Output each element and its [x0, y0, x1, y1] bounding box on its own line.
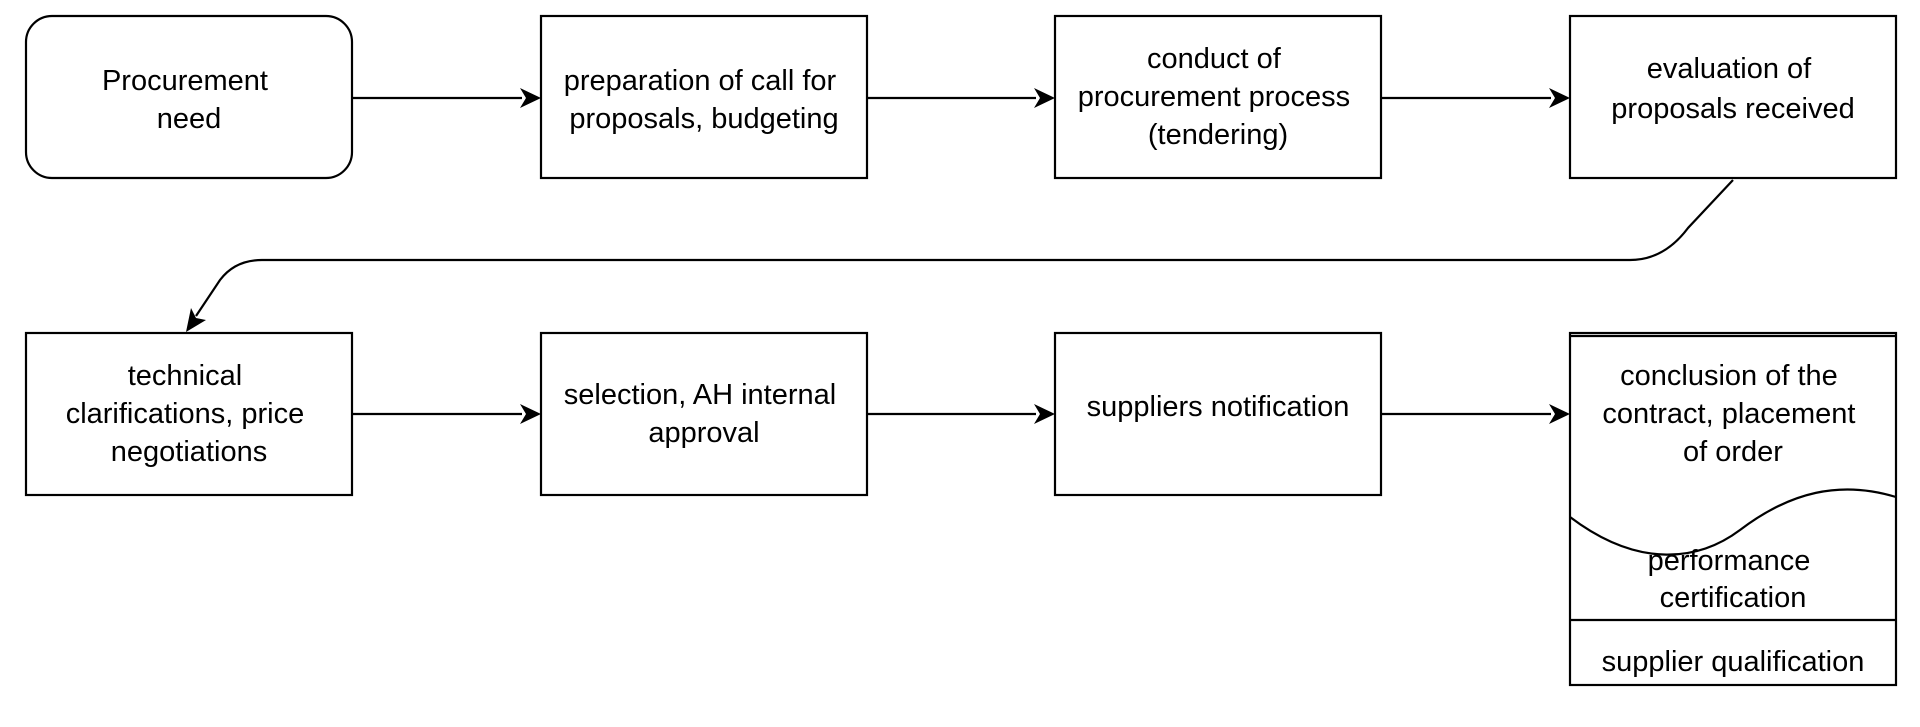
node-performance-line-1: performance — [1648, 545, 1811, 577]
node-notification-label: suppliers notification — [1087, 391, 1350, 423]
node-technical-line-2: clarifications, price — [66, 398, 305, 430]
node-technical-shape — [24, 331, 354, 497]
node-performance-label: performance certification — [1648, 545, 1819, 614]
arrowhead-evaluation-to-technical — [186, 308, 206, 332]
node-evaluation: evaluation of proposals received — [1568, 14, 1898, 180]
arrowhead-preparation-to-conduct — [1034, 88, 1055, 108]
node-notification-shape — [1053, 331, 1383, 497]
node-preparation-line-1: preparation of call for — [564, 65, 837, 97]
node-procurement-need-label: Procurement need — [102, 65, 276, 135]
node-contract-stack-wave-divider — [1569, 488, 1897, 556]
node-evaluation-label: evaluation of proposals received — [1611, 53, 1854, 125]
node-technical: technical clarifications, price negotiat… — [24, 331, 354, 497]
node-contract-stack: conclusion of the contract, placement of… — [1568, 331, 1898, 687]
node-procurement-need: Procurement need — [24, 14, 354, 180]
node-supplier-qualification-label: supplier qualification — [1602, 646, 1865, 678]
arrowhead-conduct-to-evaluation — [1549, 88, 1570, 108]
node-conduct-line-3: (tendering) — [1148, 119, 1288, 151]
node-conclusion-label: conclusion of the contract, placement of… — [1602, 360, 1863, 468]
node-notification-line-1: suppliers notification — [1087, 391, 1350, 423]
node-conduct-shape — [1053, 14, 1383, 180]
node-preparation-shape — [539, 14, 869, 180]
node-preparation: preparation of call for proposals, budge… — [539, 14, 869, 180]
arrowhead-technical-to-selection — [520, 404, 541, 424]
node-procurement-need-line-2: need — [157, 103, 222, 135]
node-contract-stack-outline — [1568, 331, 1898, 687]
node-selection: selection, AH internal approval — [539, 331, 869, 497]
node-evaluation-shape — [1568, 14, 1898, 180]
edge-evaluation-to-technical — [195, 179, 1734, 317]
arrowhead-need-to-preparation — [520, 88, 541, 108]
arrowhead-selection-to-notification — [1034, 404, 1055, 424]
node-procurement-need-line-1: Procurement — [102, 65, 268, 97]
arrowhead-notification-to-conclusion — [1549, 404, 1570, 424]
node-conclusion-line-2: contract, placement — [1602, 398, 1855, 430]
node-notification: suppliers notification — [1053, 331, 1383, 497]
node-selection-label: selection, AH internal approval — [564, 379, 845, 449]
node-conduct-line-2: procurement process — [1078, 81, 1350, 113]
node-supplier-qualification-line-1: supplier qualification — [1602, 646, 1865, 678]
node-technical-line-3: negotiations — [111, 436, 267, 468]
node-conclusion-line-3: of order — [1683, 436, 1783, 468]
node-procurement-need-shape — [24, 14, 354, 180]
node-evaluation-line-2: proposals received — [1611, 93, 1854, 125]
node-preparation-line-2: proposals, budgeting — [569, 103, 838, 135]
node-selection-shape — [539, 331, 869, 497]
node-conclusion-line-1: conclusion of the — [1620, 360, 1838, 392]
node-conduct-label: conduct of procurement process (tenderin… — [1078, 43, 1358, 151]
node-selection-line-1: selection, AH internal — [564, 379, 836, 411]
node-selection-line-2: approval — [648, 417, 759, 449]
node-conduct-line-1: conduct of — [1147, 43, 1282, 75]
node-technical-label: technical clarifications, price negotiat… — [66, 360, 313, 468]
node-conduct: conduct of procurement process (tenderin… — [1053, 14, 1383, 180]
node-technical-line-1: technical — [128, 360, 242, 392]
edges — [186, 88, 1734, 424]
node-performance-line-2: certification — [1660, 582, 1807, 614]
node-evaluation-line-1: evaluation of — [1647, 53, 1812, 85]
node-preparation-label: preparation of call for proposals, budge… — [564, 65, 845, 135]
